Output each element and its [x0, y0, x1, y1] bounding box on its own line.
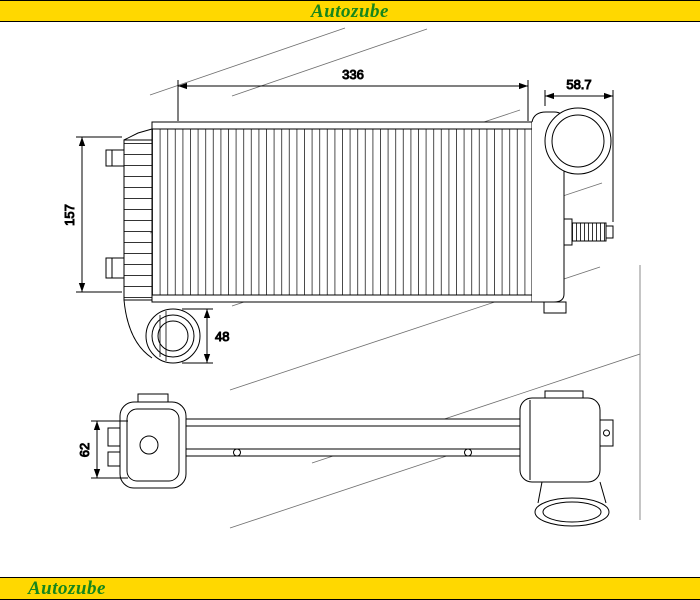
left-tank — [123, 139, 153, 301]
top-brand-bar: Autozube — [0, 0, 700, 22]
dimension-annotations: 336 58.7 157 48 62 — [62, 67, 614, 479]
bottom-brand-bar: Autozube — [0, 577, 700, 600]
brand-logo-text-top: Autozube — [311, 0, 389, 22]
dim-label-side-depth: 62 — [77, 443, 92, 457]
right-tank-foot — [543, 301, 567, 314]
inlet-port — [544, 107, 612, 175]
threaded-connector — [563, 218, 614, 246]
bottom-right-block — [519, 390, 614, 527]
dim-label-outlet-diameter: 48 — [215, 329, 229, 344]
left-bracket-bottom — [105, 257, 125, 279]
dim-label-right-tank-width: 58.7 — [566, 77, 591, 92]
bottom-view — [107, 390, 614, 527]
left-bracket-top — [105, 149, 125, 167]
brand-logo-text-bottom: Autozube — [28, 578, 106, 599]
outlet-port — [145, 308, 201, 364]
dim-label-core-height: 157 — [62, 204, 77, 226]
bottom-channel — [185, 418, 523, 457]
bottom-left-block — [107, 393, 187, 489]
dim-label-core-width: 336 — [342, 67, 364, 82]
front-view — [105, 107, 614, 364]
core-fins — [152, 129, 532, 295]
